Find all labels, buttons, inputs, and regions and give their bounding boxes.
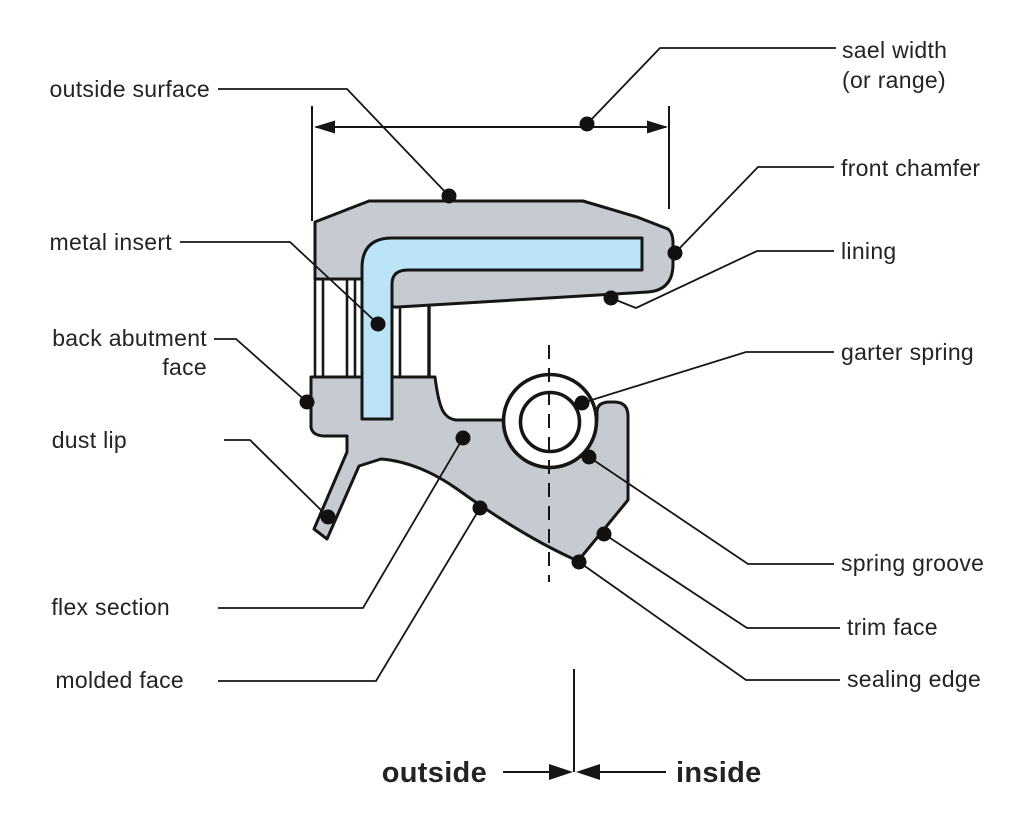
callout-dot-flex-section [455, 430, 471, 446]
orientation-arrowhead-right-pointing [549, 764, 573, 780]
label-metal-insert: metal insert [50, 229, 173, 255]
label-seal-width-line2: (or range) [842, 67, 946, 93]
label-garter-spring: garter spring [841, 339, 974, 365]
dim-arrowhead-right [647, 120, 668, 134]
leader-lining [610, 250, 834, 309]
label-seal-width-line1: sael width [842, 37, 947, 63]
callout-dot-back-abutment-face [299, 394, 315, 410]
label-inside: inside [676, 757, 762, 789]
callout-dot-lining [603, 290, 619, 306]
callout-dot-garter-spring [574, 395, 590, 411]
callout-dot-dust-lip [320, 509, 336, 525]
callout-dot-trim-face [596, 526, 612, 542]
leader-seal-width [586, 47, 836, 125]
callout-dot-front-chamfer [667, 245, 683, 261]
leader-metal-insert [180, 241, 379, 325]
leader-front-chamfer [674, 166, 834, 254]
label-spring-groove: spring groove [841, 550, 984, 576]
label-sealing-edge: sealing edge [847, 666, 981, 692]
leader-flex-section [218, 437, 464, 609]
leader-molded-face [218, 507, 481, 682]
callout-dot-outside-surface [441, 188, 457, 204]
label-back-abutment-line2: face [162, 354, 207, 380]
label-back-abutment-line1: back abutment [52, 325, 207, 351]
label-flex-section: flex section [51, 594, 170, 620]
leader-outside-surface [218, 88, 450, 197]
callout-dot-molded-face [472, 500, 488, 516]
label-outside-surface: outside surface [50, 76, 210, 102]
leader-spring-groove [588, 456, 834, 565]
dim-arrowhead-left [314, 120, 335, 134]
leader-trim-face [603, 533, 840, 629]
label-molded-face: molded face [55, 667, 184, 693]
leader-garter-spring [581, 351, 834, 404]
label-outside: outside [382, 757, 487, 789]
label-lining: lining [841, 238, 897, 264]
callout-dot-sealing-edge [571, 554, 587, 570]
label-trim-face: trim face [847, 614, 938, 640]
leader-back-abutment-face [214, 338, 308, 403]
callout-dot-metal-insert [370, 316, 386, 332]
orientation-arrowhead-left-pointing [576, 764, 600, 780]
metal-insert-shape [360, 236, 644, 421]
leader-dust-lip [224, 439, 329, 518]
label-dust-lip: dust lip [52, 427, 127, 453]
callout-dot-spring-groove [581, 449, 597, 465]
callout-dot-seal-width [579, 116, 595, 132]
leader-sealing-edge [578, 561, 840, 681]
label-front-chamfer: front chamfer [841, 155, 980, 181]
